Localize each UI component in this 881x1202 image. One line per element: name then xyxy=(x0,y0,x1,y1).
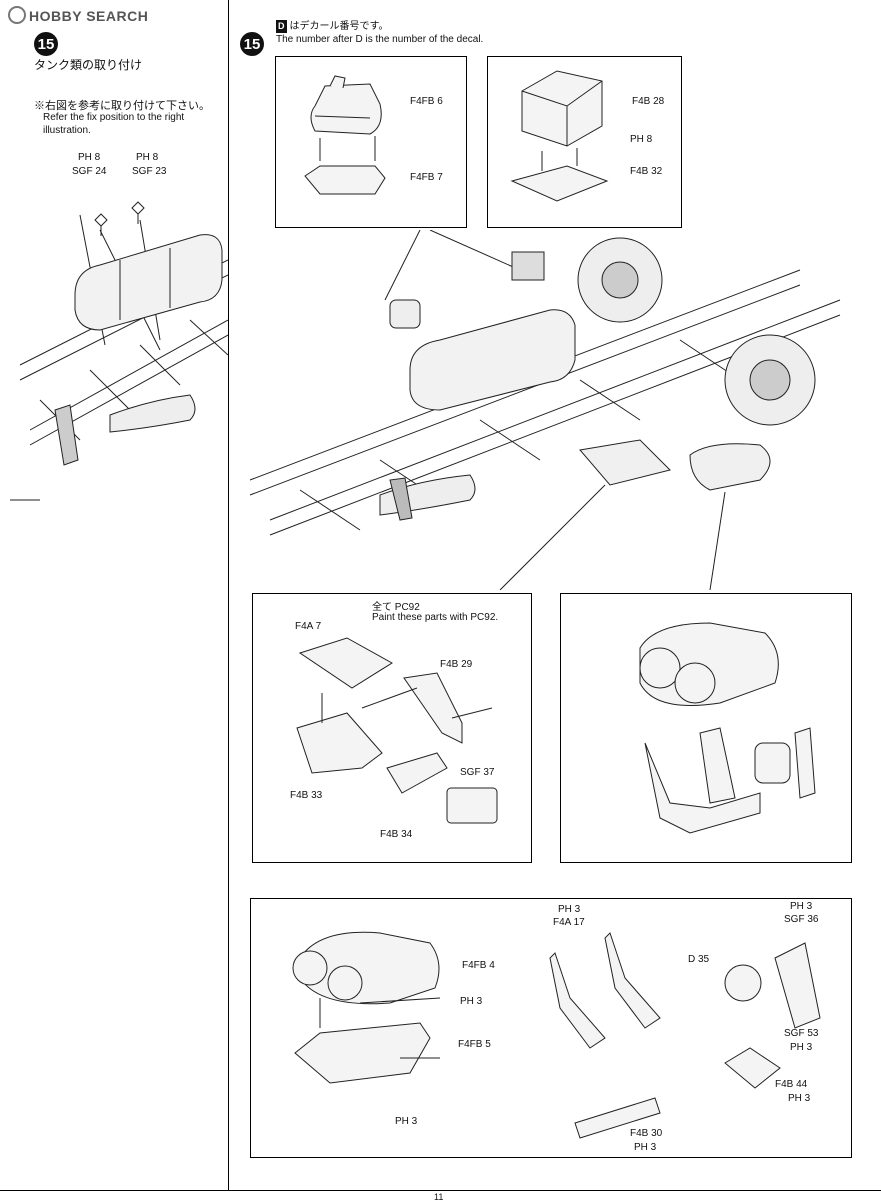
step-number-badge-right: 15 xyxy=(240,32,264,56)
air-tank-assembled-illustration xyxy=(639,622,816,834)
label-ph8-b: PH 8 xyxy=(136,152,159,163)
detail-box-air-tank-exploded xyxy=(250,898,852,1158)
label-ph8-a: PH 8 xyxy=(78,152,101,163)
fix-note-jp: ※右図を参考に取り付けて下さい。 xyxy=(34,100,210,112)
label-ph3-b: PH 3 xyxy=(395,1116,418,1127)
label-f4a17: F4A 17 xyxy=(553,917,585,928)
detail-box-battery-case xyxy=(252,593,532,863)
label-f4b30: F4B 30 xyxy=(630,1128,663,1139)
label-ph3-a: PH 3 xyxy=(460,996,483,1007)
label-f4b29: F4B 29 xyxy=(440,659,473,670)
label-sgf53: SGF 53 xyxy=(784,1028,819,1039)
label-ph3-e: PH 3 xyxy=(790,901,813,912)
label-ph3-g: PH 3 xyxy=(788,1093,811,1104)
detail-box-air-tank-assembled xyxy=(560,593,852,863)
column-divider xyxy=(228,0,229,1190)
label-d35: D 35 xyxy=(688,954,710,965)
small-tank-illustration xyxy=(304,75,386,195)
battery-box-illustration xyxy=(510,70,609,202)
label-f4a7: F4A 7 xyxy=(295,621,322,632)
label-f4b28: F4B 28 xyxy=(632,96,665,107)
hobby-search-logo: HOBBY SEARCH xyxy=(8,6,148,24)
step-number-badge: 15 xyxy=(34,32,58,56)
decal-d-icon: D xyxy=(276,20,287,33)
label-ph8-box2: PH 8 xyxy=(630,134,653,145)
label-sgf24: SGF 24 xyxy=(72,166,107,177)
logo-icon xyxy=(8,6,26,24)
label-sgf37: SGF 37 xyxy=(460,767,495,778)
label-sgf23: SGF 23 xyxy=(132,166,167,177)
fix-note-en: Refer the fix position to the right illu… xyxy=(43,112,185,136)
label-ph3-d: PH 3 xyxy=(634,1142,657,1153)
footer-rule xyxy=(0,1190,881,1191)
label-ph3-f: PH 3 xyxy=(790,1042,813,1053)
label-f4b44: F4B 44 xyxy=(775,1079,808,1090)
detail-box-fuel-tank-small xyxy=(275,56,467,228)
label-sgf36: SGF 36 xyxy=(784,914,819,925)
label-f4b32: F4B 32 xyxy=(630,166,663,177)
label-f4fb4: F4FB 4 xyxy=(462,960,495,971)
label-ph3-c: PH 3 xyxy=(558,904,581,915)
label-f4b34: F4B 34 xyxy=(380,829,413,840)
left-chassis-illustration xyxy=(10,201,228,501)
page-number: 11 xyxy=(434,1192,444,1202)
paint-note-jp: 全て PC92 xyxy=(372,602,420,613)
paint-note-en: Paint these parts with PC92. xyxy=(372,612,499,623)
label-f4fb5: F4FB 5 xyxy=(458,1039,491,1050)
label-f4fb7: F4FB 7 xyxy=(410,172,443,183)
air-tank-exploded-illustration xyxy=(292,931,821,1139)
step-title: タンク類の取り付け xyxy=(34,58,143,72)
label-f4b33: F4B 33 xyxy=(290,790,323,801)
battery-case-exploded-illustration xyxy=(296,637,498,824)
screw-23-icon xyxy=(131,201,145,224)
main-chassis-illustration xyxy=(249,230,841,590)
detail-box-battery xyxy=(487,56,682,228)
label-f4fb6: F4FB 6 xyxy=(410,96,443,107)
